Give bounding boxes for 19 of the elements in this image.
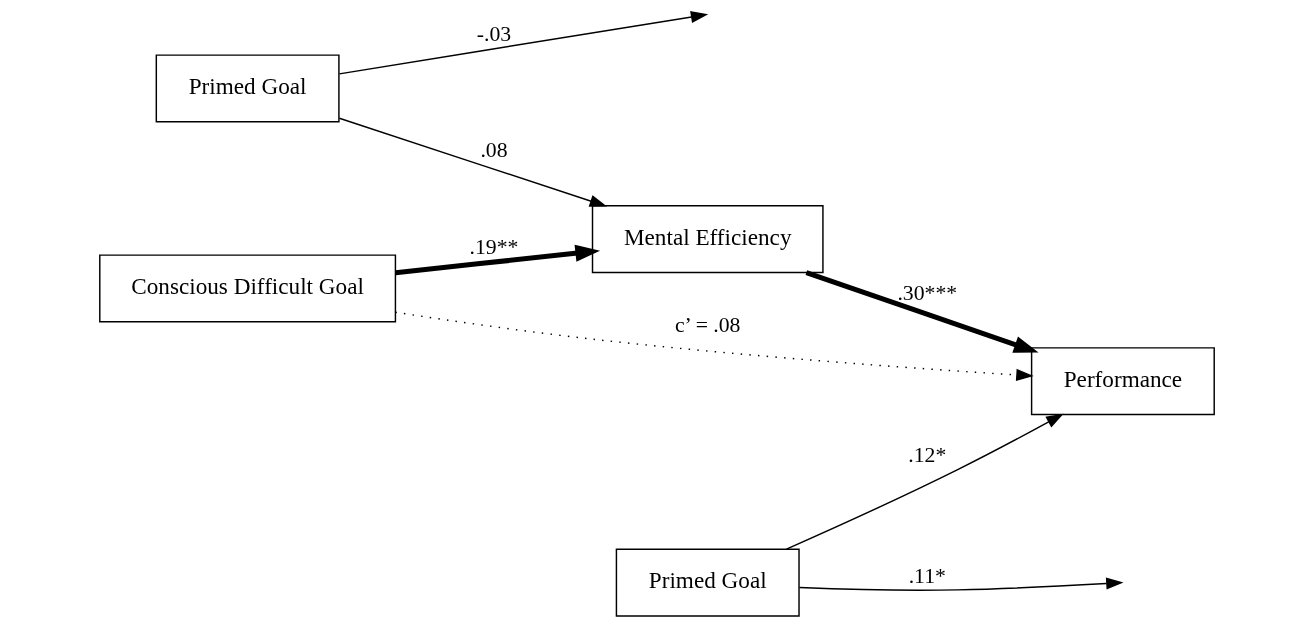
- arrow: [394, 244, 600, 276]
- edge-label: .11*: [908, 563, 946, 588]
- arrow: [785, 413, 1064, 550]
- arrow: [805, 270, 1039, 353]
- arrow: [394, 311, 1034, 381]
- node-box: Primed Goal: [615, 548, 800, 617]
- node-box: Conscious Difficult Goal: [98, 254, 396, 323]
- edge-label: .19**: [469, 234, 518, 259]
- edge-label: .30***: [896, 281, 957, 306]
- node-box: Primed Goal: [155, 54, 340, 123]
- arrow: [338, 117, 607, 207]
- edge-label: c’ = .08: [674, 312, 740, 337]
- node-box: Mental Efficiency: [591, 205, 824, 274]
- arrow: [798, 577, 1124, 591]
- edge-label: .08: [479, 137, 508, 162]
- edge-label: .12*: [907, 443, 946, 468]
- node-box: Performance: [1030, 347, 1215, 416]
- arrow: [338, 11, 708, 75]
- edge-label: -.03: [476, 21, 511, 46]
